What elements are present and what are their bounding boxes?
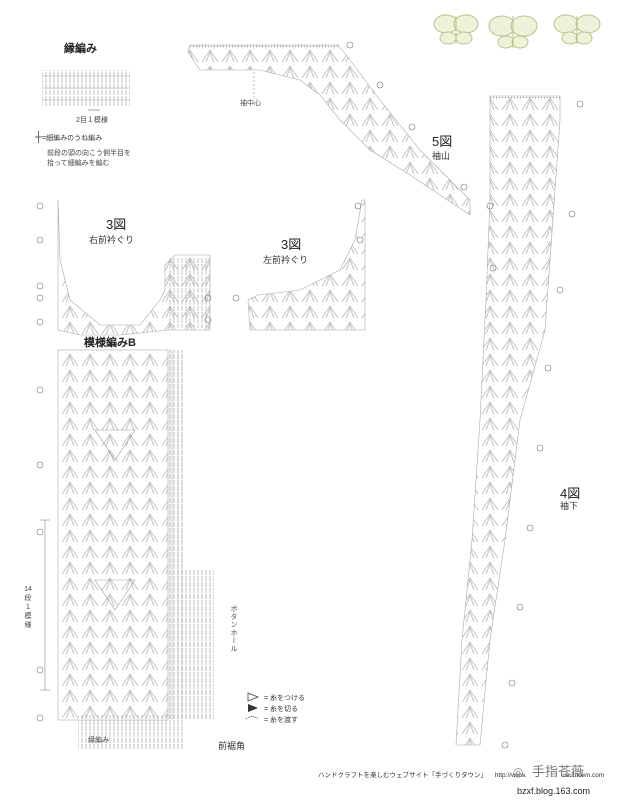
fig5-sleeve-cap <box>187 44 471 216</box>
pattern-b-repeat-label: 14 段 1 模 様 <box>23 585 33 630</box>
repeat-unit-2: 様 <box>24 622 32 629</box>
ryoami-note-2: 拾って細編みを編む <box>47 160 110 167</box>
join-yarn-icon <box>247 692 260 702</box>
fig4-sleeve-underarm <box>455 95 561 746</box>
pattern-b-body <box>40 349 214 750</box>
fig3-right-number: 3図 <box>106 217 127 232</box>
fig5-center-label: 袖中心 <box>240 100 261 107</box>
yarn-legend: = 糸をつける = 糸を切る = 糸を渡す <box>264 692 305 725</box>
fig4-name: 袖下 <box>560 501 579 511</box>
fig3-left-number: 3図 <box>281 237 302 252</box>
legend-join: = 糸をつける <box>264 694 306 702</box>
fig3-left-neckline <box>247 199 366 331</box>
ryoami-symbol-row: ┼=細編みのうね編み <box>35 133 102 143</box>
repeat-count: 1 <box>26 604 30 611</box>
pattern-b-title: 模様編みB <box>84 337 136 349</box>
fig4-number: 4図 <box>560 486 581 501</box>
repeat-rows: 14 <box>24 586 32 593</box>
fig3-left-name: 左前衿ぐり <box>263 255 309 265</box>
footer-site-name: ハンドクラフトを楽しむウェブサイト「手づくりタウン」 <box>318 772 487 779</box>
fig3-right-neckline <box>57 199 211 336</box>
wechat-icon: ◎ <box>513 765 524 779</box>
fig3-right-name: 右前衿ぐり <box>89 235 135 245</box>
uneami-symbol-icon: ┼ <box>35 132 43 143</box>
ryoami-repeat: 2目１模様 <box>76 117 108 124</box>
front-corner-label: 前裾角 <box>218 741 246 751</box>
buttonhole-label: ボタンホール <box>230 605 237 653</box>
watermark-text: 手指苍薇 <box>532 765 585 780</box>
fig5-name: 袖山 <box>432 151 451 161</box>
footer-url-2: ukuritown.com <box>562 772 605 779</box>
repeat-unit-1: 模 <box>24 613 32 620</box>
ryoami-title: 縁編み <box>64 43 97 55</box>
ryoami-chart <box>42 70 130 111</box>
symbol-explanation: =細編みのうね編み <box>42 135 103 142</box>
legend-carry: = 糸を渡す <box>264 716 299 724</box>
fig5-number: 5図 <box>432 134 453 149</box>
footer-text: ハンドクラフトを楽しむウェブサイト「手づくりタウン」 http://www. u… <box>318 772 605 780</box>
repeat-rows-unit: 段 <box>24 595 32 602</box>
blog-url: bzxf.blog.163.com <box>517 786 591 796</box>
carry-yarn-icon <box>245 716 259 720</box>
butterfly-decoration <box>433 14 601 49</box>
cut-yarn-icon <box>248 704 258 712</box>
ryoami-note-1: 前段の頭の向こう側半目を <box>47 150 131 157</box>
legend-cut: = 糸を切る <box>264 705 299 713</box>
row-markers <box>36 41 584 749</box>
footer-url: http://www. <box>494 772 527 779</box>
bottom-edge-label: 縁編み <box>88 737 109 744</box>
